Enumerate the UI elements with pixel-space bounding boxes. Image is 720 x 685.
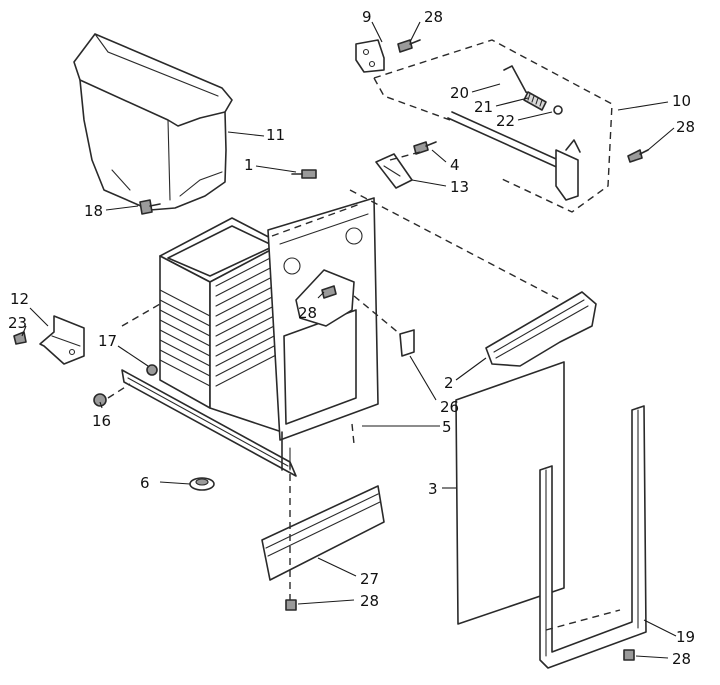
callout-4: 4 [450,156,460,174]
fastener-16-part [93,393,107,407]
callout-10: 10 [672,92,691,110]
callout-20: 20 [450,84,469,102]
liner-bag-part [73,33,233,211]
door-panel-3-part [455,361,565,625]
screw-4-part [413,141,437,155]
callout-11: 11 [266,126,285,144]
callout-21: 21 [474,98,493,116]
callout-labels: 9 28 10 20 21 22 28 11 1 4 13 18 12 23 1… [8,8,695,668]
callout-22: 22 [496,112,515,130]
hinge-bracket-part [355,39,385,73]
clip-26-part [399,329,415,357]
callout-2: 2 [444,374,454,392]
callout-23: 23 [8,314,27,332]
callout-13: 13 [450,178,469,196]
callout-3: 3 [428,480,438,498]
door-rail-2-part [485,291,597,367]
callout-19: 19 [676,628,695,646]
callout-1: 1 [244,156,254,174]
bumper-6-part [189,477,215,491]
spring-rod-part [503,65,563,115]
callout-28-bottom-right: 28 [672,650,691,668]
screw-28-top [397,39,421,53]
leader-lines [21,21,677,659]
callout-18: 18 [84,202,103,220]
fastener-17-part [146,364,158,376]
hinge-plate-12-part [39,315,85,365]
cabinet-frame-part [121,197,379,477]
screw-28-bottom-right [623,649,635,661]
callout-27: 27 [360,570,379,588]
fastener-18-part [139,199,161,215]
callout-9: 9 [362,8,372,26]
alignment-lines [107,151,621,631]
screw-28-bracket [321,285,337,299]
kick-plate-27-part [261,485,385,581]
callout-28-right: 28 [676,118,695,136]
screw-28-bottom-center [285,599,297,611]
bolt-1-part [291,169,317,179]
door-frame-19-part [539,405,647,669]
callout-17: 17 [98,332,117,350]
callout-6: 6 [140,474,150,492]
callout-12: 12 [10,290,29,308]
screw-28-right [627,149,649,163]
callout-5: 5 [442,418,452,436]
callout-16: 16 [92,412,111,430]
callout-28-bottom-center: 28 [360,592,379,610]
screw-23-part [13,331,27,345]
callout-28-bracket: 28 [298,304,317,322]
callout-26: 26 [440,398,459,416]
callout-28-top: 28 [424,8,443,26]
lid-hinge-assembly-part [373,39,613,213]
